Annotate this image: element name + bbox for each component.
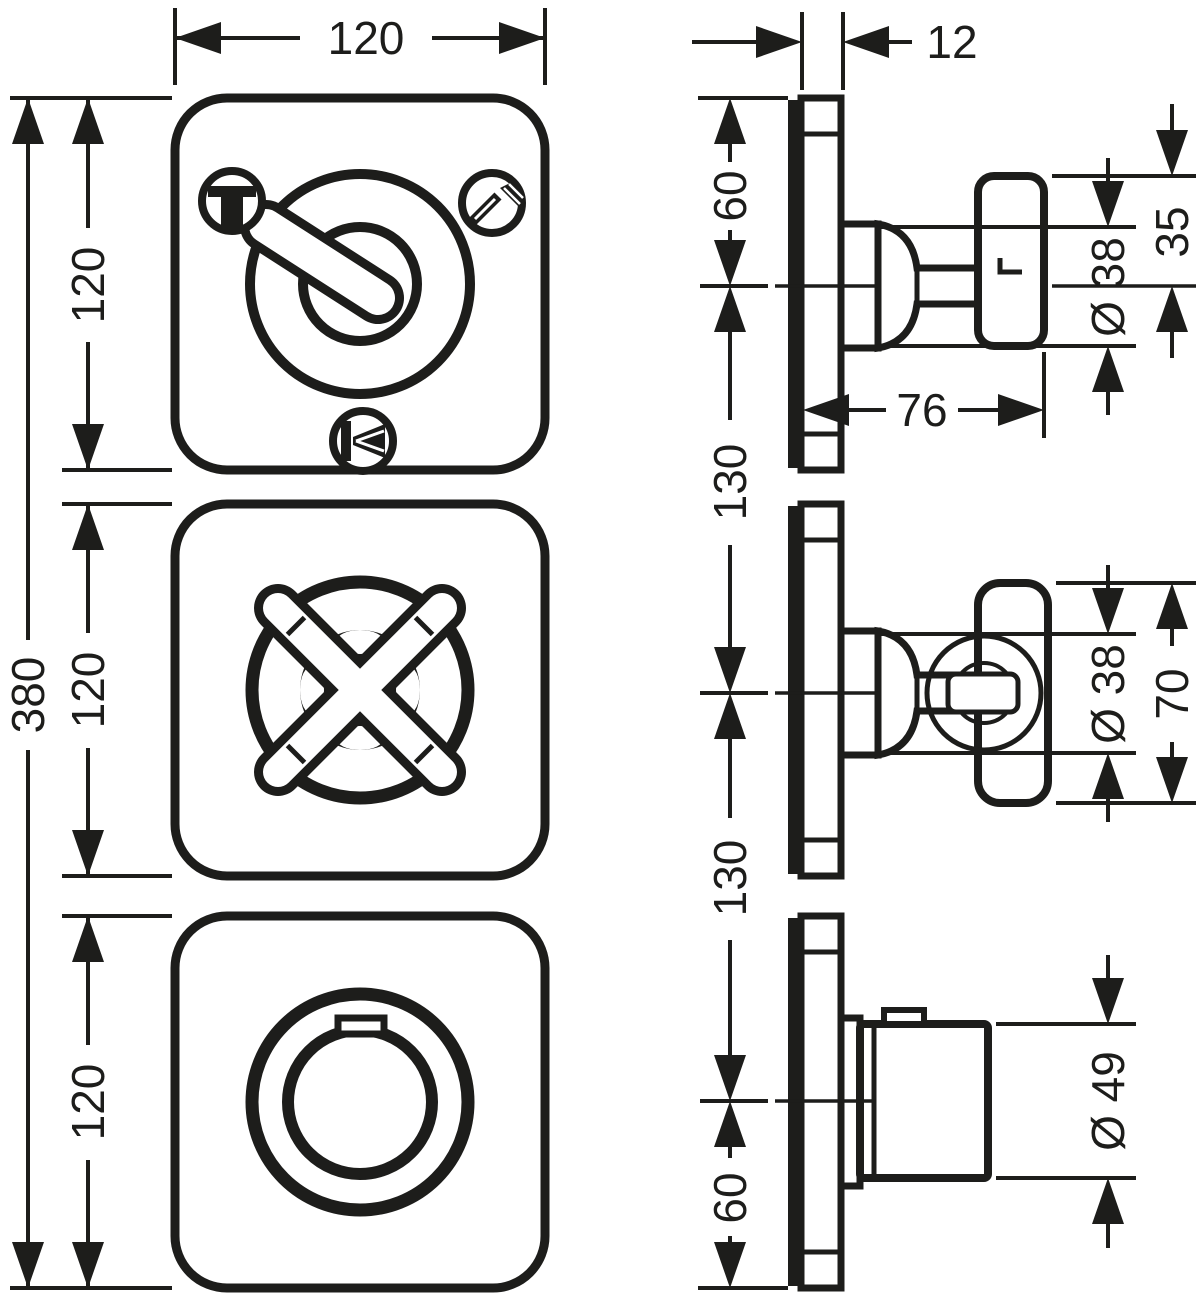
front-segment2-label: 120: [62, 652, 114, 729]
cross-hub-dia-label: Ø 38: [1082, 644, 1134, 744]
dim-70: 70: [1056, 581, 1198, 805]
dim-front-total-height: 380: [2, 96, 172, 1290]
dim-front-segments: 120 120 120: [62, 98, 172, 1288]
knob-dia-label: Ø 49: [1082, 1051, 1134, 1151]
tub-spout-icon: [198, 167, 266, 235]
lever-hub-dia-label: Ø 38: [1082, 237, 1134, 337]
front-width-label: 120: [328, 12, 405, 64]
thermostat-knob: [245, 987, 475, 1217]
dim-dia38-cross: Ø 38: [880, 565, 1136, 822]
projection-label: 76: [896, 384, 947, 436]
dim-plate-depth: 12: [692, 12, 978, 90]
cross-handle: [245, 575, 475, 805]
hand-shower-icon: [458, 169, 526, 237]
dim-76: 76: [803, 352, 1046, 438]
side-bottom-offset-label: 60: [704, 1172, 756, 1223]
side-spacing1-label: 130: [704, 444, 756, 521]
front-view: [170, 93, 550, 1293]
side-unit-cross: [775, 500, 1052, 880]
dim-front-width: 120: [173, 8, 547, 85]
side-lever-handle: [974, 172, 1048, 350]
side-spacing2-label: 130: [704, 840, 756, 917]
dim-dia38-lever: Ø 38: [878, 158, 1136, 415]
side-unit-lever: [775, 94, 1196, 474]
lever-height-label: 35: [1146, 206, 1198, 257]
shower-head-icon: [329, 407, 397, 475]
cross-handle-dia-label: 70: [1146, 668, 1198, 719]
side-top-offset-label: 60: [704, 170, 756, 221]
diverter-lever-handle: [240, 169, 475, 399]
dim-35: 35: [1052, 104, 1198, 358]
side-unit-thermostat: [775, 912, 992, 1292]
front-segment3-label: 120: [62, 1064, 114, 1141]
side-knob: [856, 1020, 992, 1182]
plate-depth-label: 12: [926, 16, 977, 68]
dim-dia49: Ø 49: [996, 955, 1136, 1248]
front-segment1-label: 120: [62, 247, 114, 324]
dim-side-vertical-chain: 60 130 130 60: [698, 96, 788, 1290]
front-total-height-label: 380: [2, 657, 54, 734]
side-view: [775, 94, 1196, 1292]
